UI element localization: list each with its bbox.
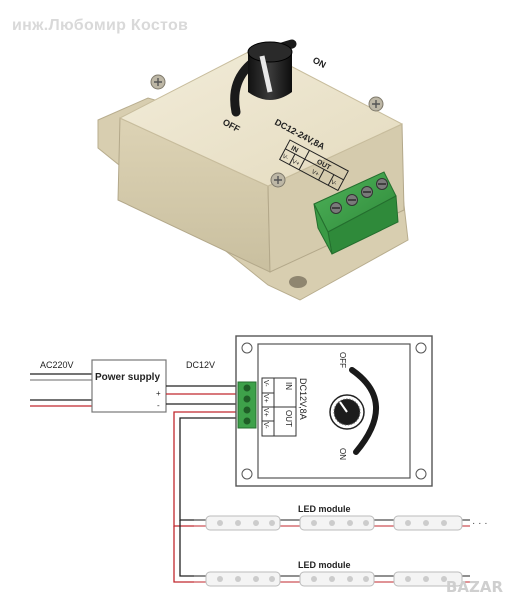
terminal-screw-icon — [346, 194, 358, 206]
dimmer-knob — [247, 41, 293, 100]
controller-dial-arc — [349, 367, 379, 455]
psu-minus-sign: - — [157, 401, 160, 410]
photo-on-label: ON — [311, 55, 328, 70]
mount-hole-icon — [415, 342, 427, 354]
photo-terminal-3: V+ — [310, 169, 320, 178]
ctrl-out-label: OUT — [284, 410, 293, 427]
mount-hole-icon — [415, 468, 427, 480]
case-top-face — [118, 47, 404, 187]
photo-terminal-1: V- — [281, 154, 289, 162]
led-module-label-1: LED module — [298, 504, 351, 514]
led-module — [393, 515, 463, 531]
terminal-screw-icon — [361, 186, 373, 198]
psu-plus-sign: + — [156, 389, 161, 398]
dc-voltage-label: DC12V — [186, 360, 215, 370]
led-module — [299, 571, 375, 587]
ac-voltage-label: AC220V — [40, 360, 74, 370]
mounting-hole — [289, 276, 307, 288]
led-module — [393, 571, 463, 587]
ctrl-in-label: IN — [284, 382, 293, 390]
corner-logo: BAZAR — [445, 578, 503, 596]
ctrl-terminal-2: V+ — [262, 394, 269, 403]
photo-terminal-2: V+ — [291, 159, 301, 168]
mount-hole-icon — [241, 342, 253, 354]
terminal-block — [313, 171, 399, 255]
controller-terminal-block — [237, 381, 257, 429]
watermark-text: инж.Любомир Костов — [12, 17, 189, 34]
photo-terminal-4: V- — [330, 180, 338, 188]
controller-on-label: ON — [338, 448, 347, 460]
screw-icon — [150, 74, 166, 90]
led-strip-2 — [194, 571, 470, 587]
terminal-screw-icon — [376, 178, 388, 190]
power-supply-label: Power supply — [95, 372, 160, 383]
controller-terminal-table: V- V+ V+ V- IN OUT — [261, 377, 297, 437]
led-output-wires — [173, 411, 242, 583]
photo-in-label: IN — [290, 145, 299, 154]
controller-rating-label: DC12V,8A — [298, 378, 308, 420]
screw-icon — [270, 172, 286, 188]
led-module — [205, 515, 281, 531]
dimmer-photo: OFF ON DC12-24V,8A IN OUT V- V+ V+ V- — [97, 39, 409, 301]
controller-knob-icon — [329, 394, 365, 430]
ctrl-terminal-1: V- — [262, 380, 269, 387]
controller-off-label: OFF — [338, 352, 347, 368]
led-strip-1: · · · — [194, 515, 488, 531]
led-module — [299, 515, 375, 531]
screw-icon — [368, 96, 384, 112]
ctrl-terminal-4: V- — [262, 422, 269, 429]
power-supply-box — [91, 359, 167, 413]
led-module — [205, 571, 281, 587]
ac-input-wires — [30, 373, 92, 407]
led-strip-ellipsis: · · · — [472, 518, 488, 529]
wiring-diagram: AC220V Power supply + - DC12V — [30, 335, 488, 587]
ctrl-terminal-3: V+ — [262, 408, 269, 417]
mount-hole-icon — [241, 468, 253, 480]
terminal-screw-icon — [330, 202, 342, 214]
led-module-label-2: LED module — [298, 560, 351, 570]
dc-wires — [166, 385, 242, 405]
